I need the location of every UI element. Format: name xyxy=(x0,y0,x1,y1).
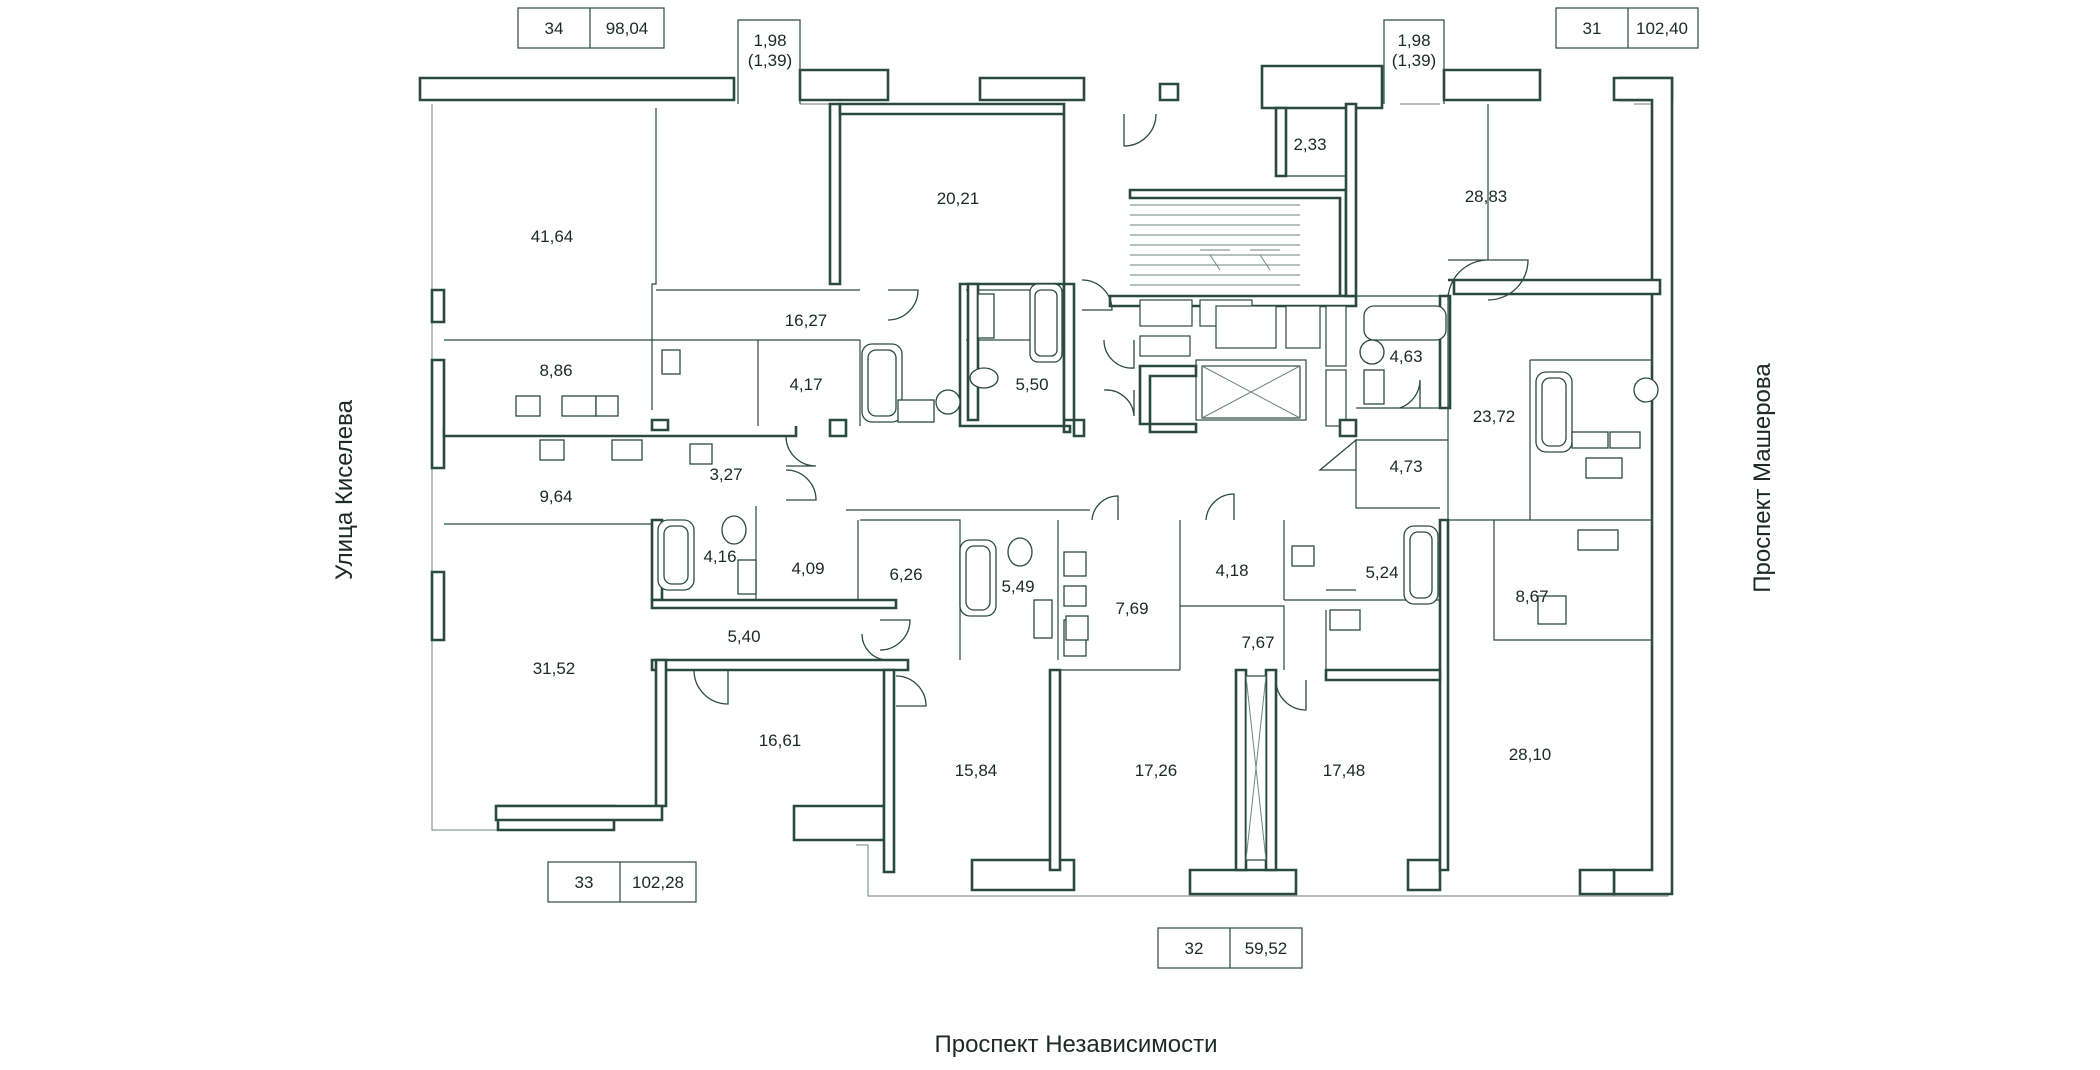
apartment-area: 98,04 xyxy=(606,19,649,38)
room-area: 16,61 xyxy=(759,731,802,750)
apartment-area: 102,40 xyxy=(1636,19,1688,38)
room-area: 4,63 xyxy=(1389,347,1422,366)
room-area: 7,69 xyxy=(1115,599,1148,618)
balcony-area: 1,98 xyxy=(753,31,786,50)
balcony-reduced-area: (1,39) xyxy=(1392,51,1436,70)
room-area: 28,83 xyxy=(1465,187,1508,206)
room-area: 3,27 xyxy=(709,465,742,484)
apartment-tag-32: 32 59,52 xyxy=(1157,927,1303,969)
room-area: 8,86 xyxy=(539,361,572,380)
street-label-left: Улица Киселева xyxy=(331,399,358,580)
room-area: 17,26 xyxy=(1135,761,1178,780)
room-area: 20,21 xyxy=(937,189,980,208)
apartment-number: 31 xyxy=(1583,19,1602,38)
stairs xyxy=(1130,204,1300,286)
apartment-tag-31: 31 102,40 xyxy=(1555,7,1699,49)
fixtures xyxy=(515,283,1659,657)
room-area: 16,27 xyxy=(785,311,828,330)
apartment-number: 34 xyxy=(545,19,564,38)
balcony-tag-left: 1,98 (1,39) xyxy=(737,19,801,104)
room-area: 15,84 xyxy=(955,761,998,780)
room-area: 5,50 xyxy=(1015,375,1048,394)
room-area: 4,17 xyxy=(789,375,822,394)
apartment-area: 102,28 xyxy=(632,873,684,892)
room-area: 4,16 xyxy=(703,547,736,566)
room-area: 6,26 xyxy=(889,565,922,584)
room-area: 41,64 xyxy=(531,227,574,246)
apartment-number: 33 xyxy=(575,873,594,892)
room-area: 4,18 xyxy=(1215,561,1248,580)
room-area: 17,48 xyxy=(1323,761,1366,780)
balcony-tag-right: 1,98 (1,39) xyxy=(1383,19,1445,104)
room-area: 23,72 xyxy=(1473,407,1516,426)
doors xyxy=(693,113,1529,711)
apartment-number: 32 xyxy=(1185,939,1204,958)
apartment-tag-33: 33 102,28 xyxy=(547,861,697,903)
room-area: 5,40 xyxy=(727,627,760,646)
room-area: 5,49 xyxy=(1001,577,1034,596)
room-labels: 41,64 20,21 2,33 28,83 16,27 8,86 4,17 5… xyxy=(531,135,1552,780)
street-label-bottom: Проспект Независимости xyxy=(934,1031,1217,1058)
balcony-reduced-area: (1,39) xyxy=(748,51,792,70)
room-area: 31,52 xyxy=(533,659,576,678)
room-area: 5,24 xyxy=(1365,563,1398,582)
room-area: 2,33 xyxy=(1293,135,1326,154)
apartment-area: 59,52 xyxy=(1245,939,1288,958)
room-area: 28,10 xyxy=(1509,745,1552,764)
balcony-area: 1,98 xyxy=(1397,31,1430,50)
apartment-tag-34: 34 98,04 xyxy=(517,7,665,49)
room-area: 4,73 xyxy=(1389,457,1422,476)
room-area: 4,09 xyxy=(791,559,824,578)
room-area: 7,67 xyxy=(1241,633,1274,652)
interior-walls xyxy=(442,102,1662,874)
street-label-right: Проспект Машерова xyxy=(1749,363,1776,593)
room-area: 8,67 xyxy=(1515,587,1548,606)
room-area: 9,64 xyxy=(539,487,572,506)
